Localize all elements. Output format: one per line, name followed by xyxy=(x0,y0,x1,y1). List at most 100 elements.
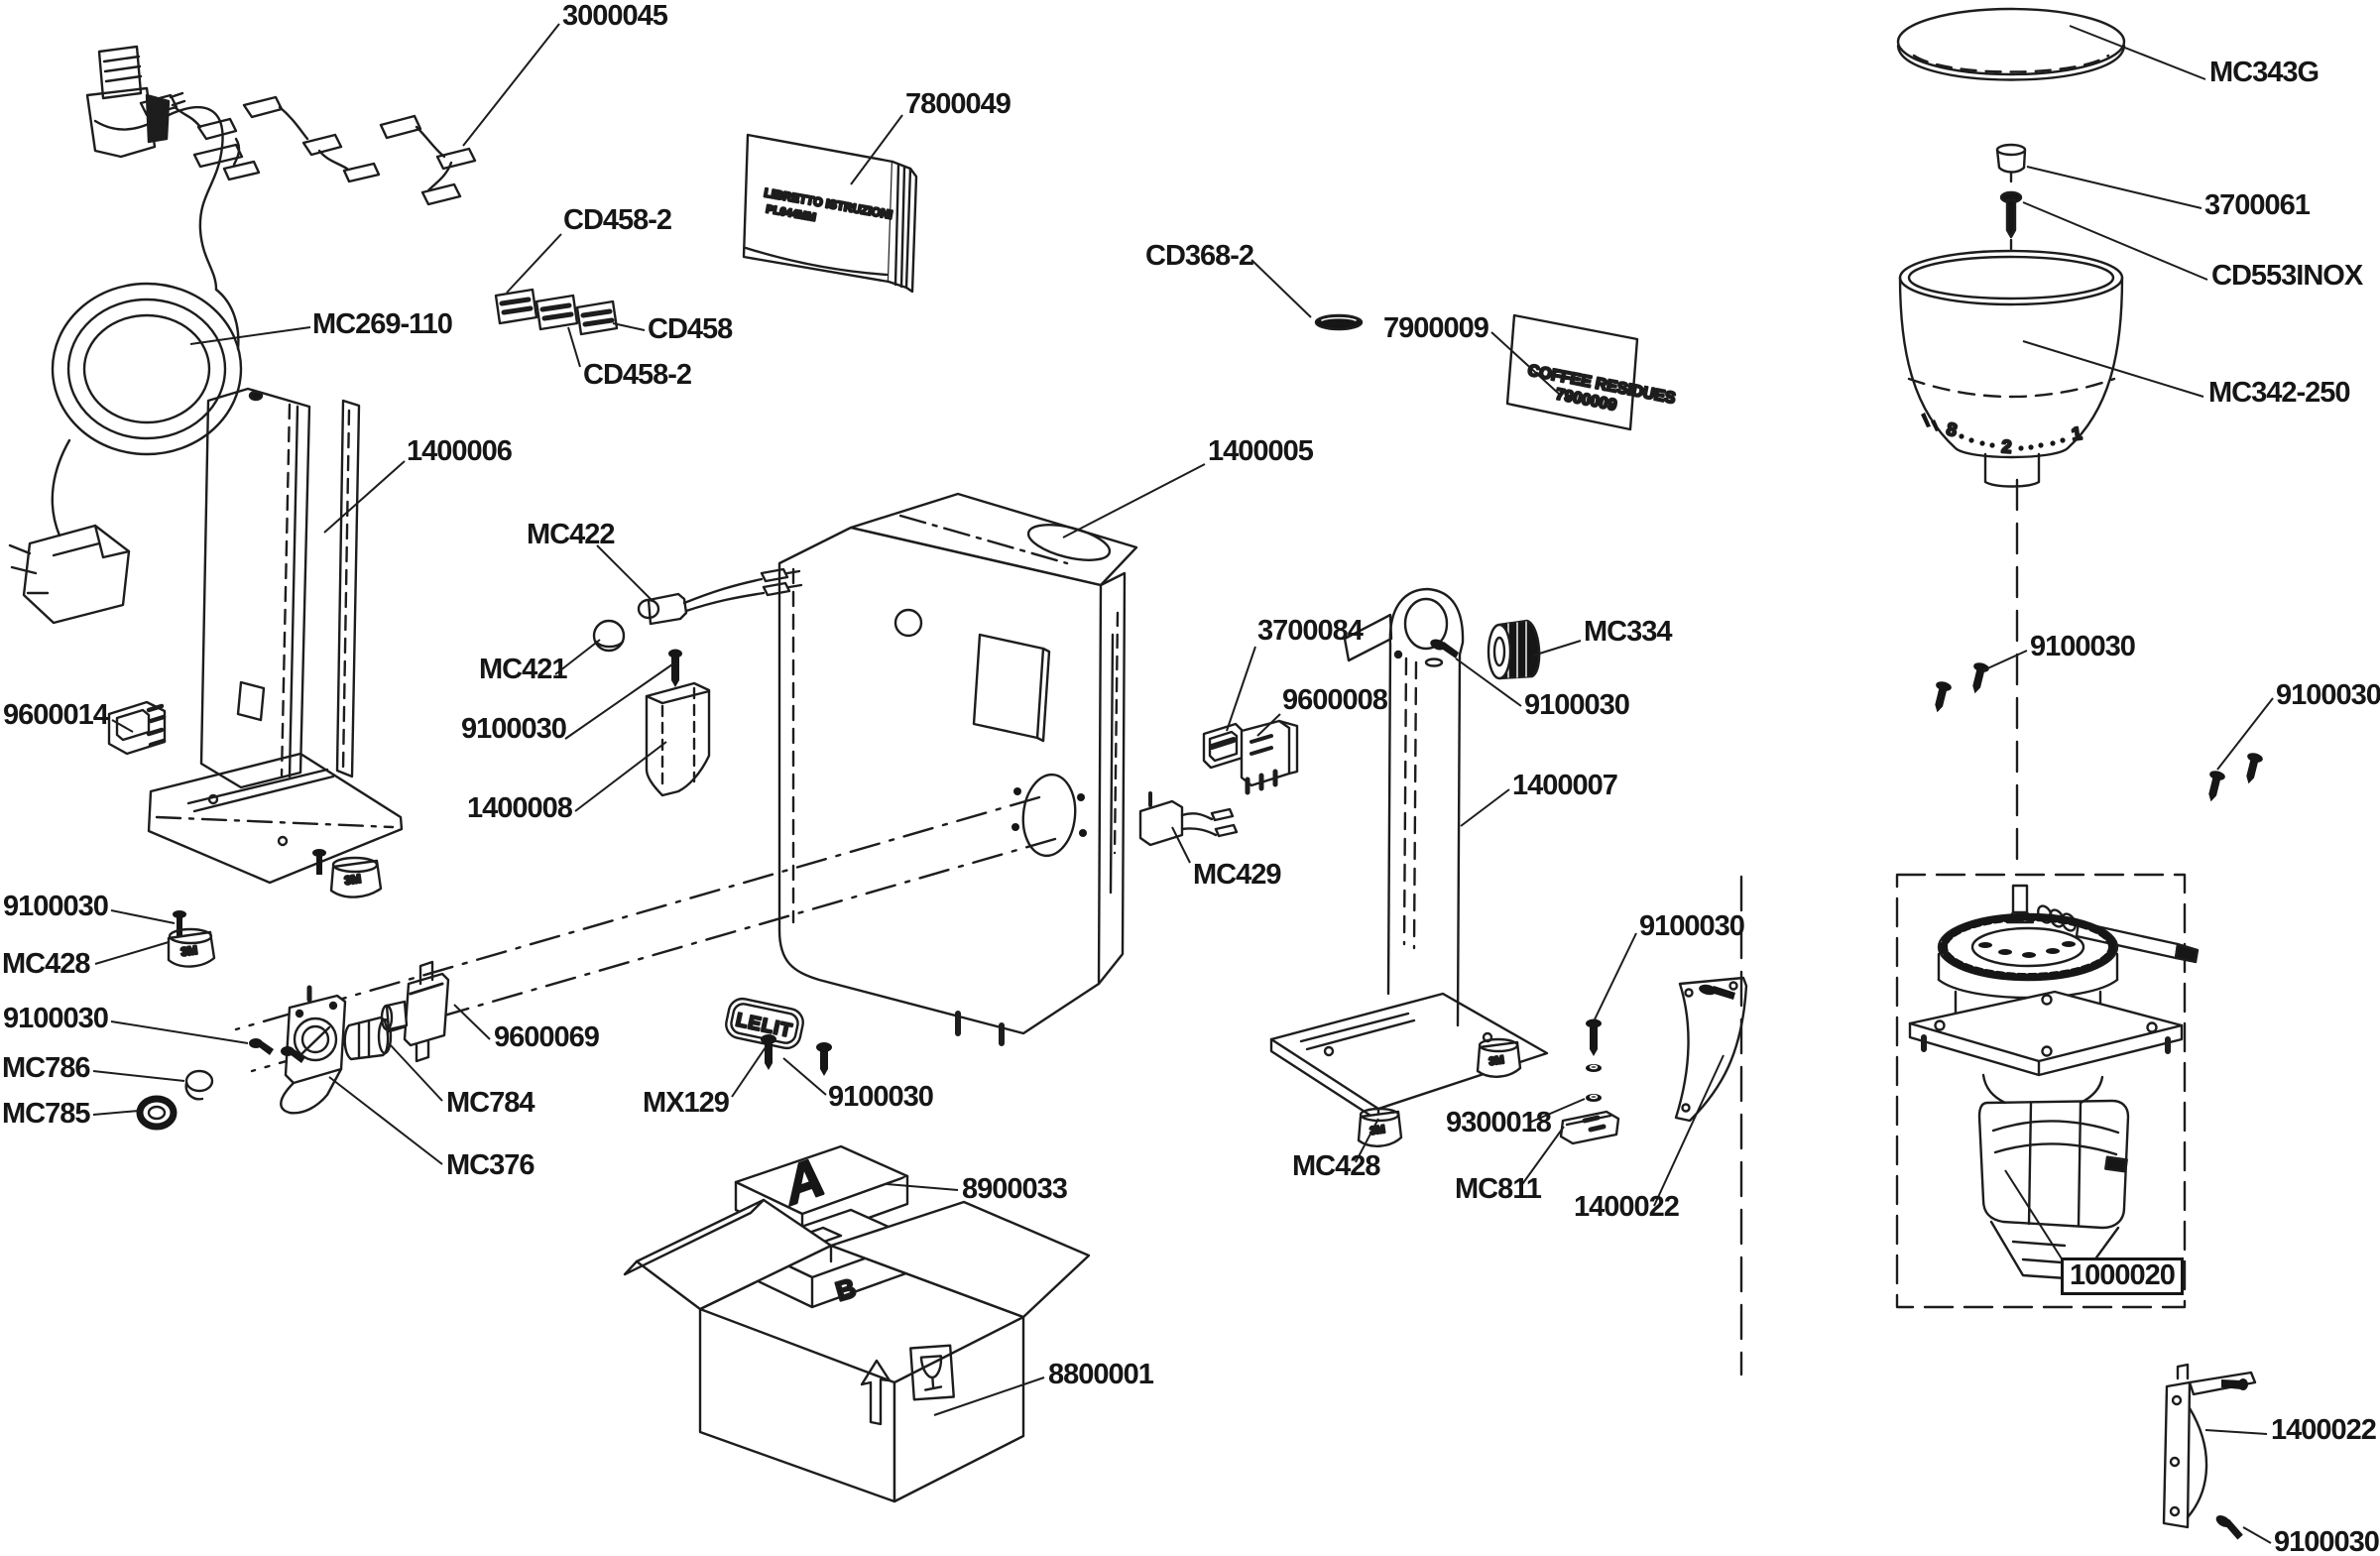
leader-1400006 xyxy=(323,460,406,534)
grinder-group-box xyxy=(1895,873,2187,1309)
part-label-mc428-b: MC428 xyxy=(1292,1150,1380,1182)
power-cord-drawing xyxy=(8,45,244,625)
part-label-7900009: 7900009 xyxy=(1383,312,1489,344)
leader-1400005 xyxy=(1062,463,1206,539)
foot-mark-3: 3M xyxy=(1488,1054,1505,1068)
foam-top-glyph: A xyxy=(784,1143,826,1218)
leader-mc429 xyxy=(1171,826,1191,864)
foot-mark-2: 3M xyxy=(179,943,197,959)
part-label-mc811: MC811 xyxy=(1455,1173,1542,1205)
leader-cd458-2-b xyxy=(567,326,581,368)
part-label-mc334: MC334 xyxy=(1584,616,1672,648)
leader-9600069 xyxy=(453,1004,491,1040)
part-label-9100030-e: 9100030 xyxy=(828,1081,934,1113)
part-label-1400005: 1400005 xyxy=(1208,435,1314,467)
part-label-9100030-d: 9100030 xyxy=(3,1003,109,1034)
part-label-1400006: 1400006 xyxy=(407,435,513,467)
part-label-9100030-h: 9100030 xyxy=(2030,631,2136,662)
part-label-cd368-2: CD368-2 xyxy=(1145,240,1254,272)
leader-cd458-2-a xyxy=(506,233,562,294)
leader-mc269-110 xyxy=(189,326,311,345)
leader-9600008 xyxy=(1256,713,1281,737)
leader-7800049 xyxy=(850,114,903,185)
part-label-mc269-110: MC269-110 xyxy=(312,308,453,340)
part-label-mc784: MC784 xyxy=(446,1087,535,1119)
part-label-cd553inox: CD553INOX xyxy=(2211,260,2363,292)
switch-3700084-drawing xyxy=(1202,722,1245,770)
leader-cd458 xyxy=(612,322,646,331)
part-label-9100030-g: 9100030 xyxy=(2274,1526,2380,1556)
part-label-8800001: 8800001 xyxy=(1048,1359,1154,1390)
leader-9100030-b xyxy=(1455,658,1522,707)
part-label-mc428-a: MC428 xyxy=(2,948,90,980)
part-label-mc421: MC421 xyxy=(479,654,567,685)
part-label-1400007: 1400007 xyxy=(1512,770,1618,801)
mc429-drawing xyxy=(1138,791,1239,847)
leader-9100030-e xyxy=(782,1057,827,1096)
part-label-mc785: MC785 xyxy=(2,1098,90,1130)
doser-cluster-drawing xyxy=(136,960,450,1131)
foot-mark-1: 3M xyxy=(343,872,361,888)
leader-mc811 xyxy=(1519,1126,1565,1188)
part-label-9600014: 9600014 xyxy=(3,699,109,731)
part-label-mc343g: MC343G xyxy=(2209,57,2320,88)
part-label-3000045: 3000045 xyxy=(562,0,668,32)
leader-mc786 xyxy=(92,1070,185,1082)
leader-9100030-a xyxy=(564,663,673,740)
bracket-1400008-drawing xyxy=(645,681,711,797)
part-label-mc786: MC786 xyxy=(2,1052,90,1084)
wiring-harness-drawing xyxy=(139,91,477,206)
part-label-mc429: MC429 xyxy=(1193,859,1281,891)
part-label-1400022-b: 1400022 xyxy=(2271,1414,2377,1446)
part-label-9300018: 9300018 xyxy=(1446,1107,1552,1138)
part-label-1400022-a: 1400022 xyxy=(1574,1191,1680,1223)
bracket-1400022-upper-drawing xyxy=(1674,976,1748,1123)
hopper-dial-2: 2 xyxy=(2001,436,2012,457)
part-label-9600069: 9600069 xyxy=(494,1021,600,1053)
part-label-mx129: MX129 xyxy=(643,1087,730,1119)
leader-mc376 xyxy=(328,1076,443,1165)
grinder-assembly-drawing xyxy=(1908,884,2200,1281)
part-label-9100030-i: 9100030 xyxy=(2276,679,2380,711)
knob-mc421-drawing xyxy=(592,619,626,653)
left-panel-drawing: 3M 3M xyxy=(147,387,404,968)
leader-9100030-f xyxy=(1594,932,1637,1020)
sensor-mc422-drawing xyxy=(637,567,803,626)
inox-screw-drawing xyxy=(1999,190,2023,239)
leader-mc421 xyxy=(554,639,601,675)
part-label-cd458: CD458 xyxy=(648,313,733,345)
leader-1400022-b xyxy=(2204,1429,2268,1435)
part-label-9600008: 9600008 xyxy=(1282,684,1388,716)
hopper-lid-drawing xyxy=(1896,7,2126,81)
cd-stickers-drawing xyxy=(494,288,619,336)
part-label-9100030-b: 9100030 xyxy=(1524,689,1630,721)
part-label-9100030-f: 9100030 xyxy=(1639,910,1745,942)
screw-9100030-a-drawing xyxy=(668,649,682,687)
leader-9100030-g xyxy=(2242,1526,2272,1544)
leader-mx129 xyxy=(731,1046,767,1098)
leader-mc428-b xyxy=(1355,1118,1379,1163)
fasteners-9300018-drawing xyxy=(1559,1018,1620,1145)
part-label-cd458-2-b: CD458-2 xyxy=(583,359,692,391)
part-label-mc376: MC376 xyxy=(446,1149,535,1181)
axis-diagonal-1 xyxy=(234,795,1041,1031)
leader-mc342-250 xyxy=(2022,340,2204,398)
hopper-dial-1: 1 xyxy=(2071,423,2083,444)
leader-9600014 xyxy=(111,719,134,733)
leader-9100030-i xyxy=(2216,697,2274,771)
leader-3700061 xyxy=(2026,166,2202,209)
part-label-cd458-2-a: CD458-2 xyxy=(563,204,672,236)
leader-cd368-2 xyxy=(1250,259,1312,318)
carton-drawing xyxy=(623,1198,1091,1503)
part-label-7800049: 7800049 xyxy=(905,88,1012,120)
leader-8800001 xyxy=(933,1376,1045,1416)
leader-1000020 xyxy=(2004,1169,2066,1264)
knob-mc334-drawing xyxy=(1487,619,1541,680)
part-label-1000020: 1000020 xyxy=(2061,1257,2184,1295)
leader-3700084 xyxy=(1226,646,1256,732)
leader-cd553inox xyxy=(2022,201,2208,281)
part-label-8900033: 8900033 xyxy=(962,1173,1068,1205)
leader-1400022-a xyxy=(1653,1054,1725,1207)
